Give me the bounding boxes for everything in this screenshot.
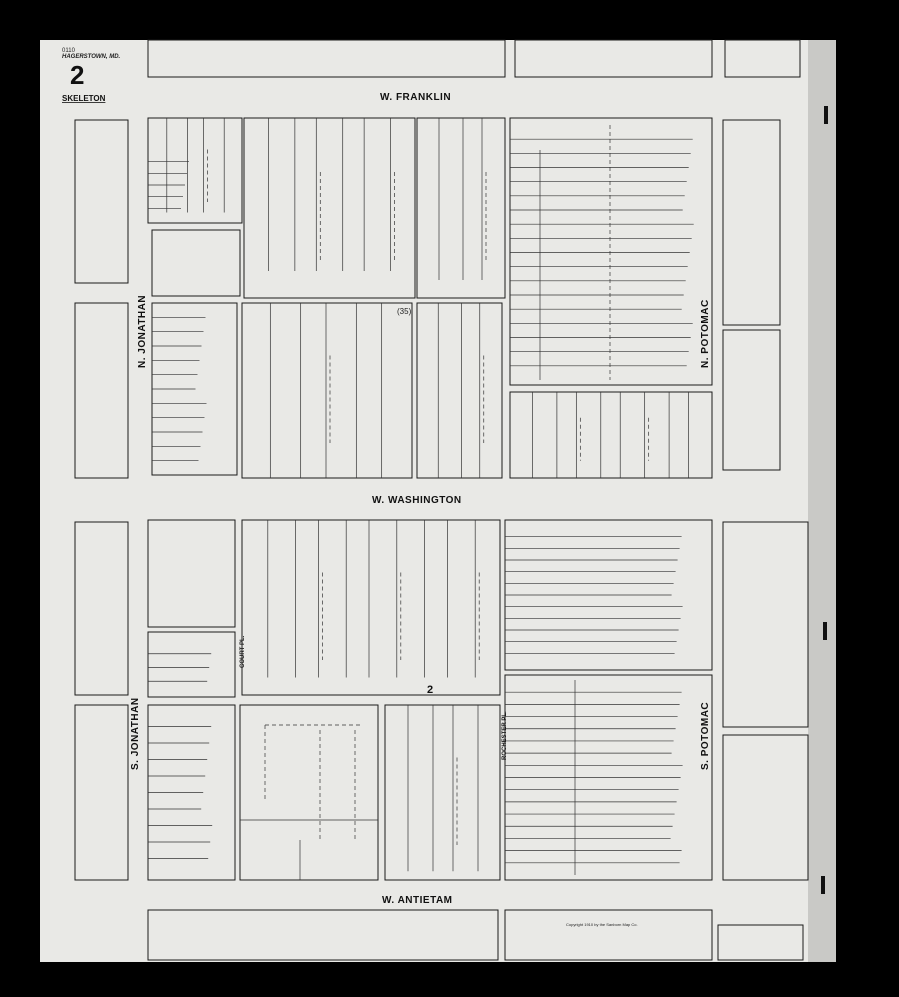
street-n-jonathan: N. JONATHAN [137, 295, 148, 368]
street-court-pl: COURT PL. [240, 635, 246, 668]
street-n-potomac: N. POTOMAC [700, 299, 711, 368]
city-block [509, 117, 713, 386]
binding-mark [824, 106, 828, 124]
city-block [241, 302, 413, 479]
city-block [241, 519, 501, 696]
city-block [151, 229, 241, 297]
street-s-jonathan: S. JONATHAN [130, 697, 141, 770]
street-s-potomac: S. POTOMAC [700, 702, 711, 770]
city-block [74, 302, 129, 479]
city-block [147, 519, 236, 628]
city-block [74, 119, 129, 284]
lot-marker: (35) [397, 307, 412, 316]
city-block [74, 521, 129, 696]
sheet-number: 2 [70, 60, 84, 90]
sheet-code: 0110 [62, 48, 76, 54]
city-blocks [74, 39, 809, 961]
block-marker: 2 [427, 684, 433, 696]
copyright: Copyright 1910 by the Sanborn Map Co. [566, 922, 638, 927]
edge-strip [808, 40, 836, 962]
city-block [416, 117, 506, 299]
city-block [74, 704, 129, 881]
city-block [416, 302, 503, 479]
paper [40, 40, 836, 962]
lot-lines [148, 118, 694, 880]
city-block [504, 909, 713, 961]
city-block [717, 924, 804, 961]
city-block [243, 117, 416, 299]
street-w-washington: W. WASHINGTON [372, 495, 462, 506]
city-block [722, 329, 781, 471]
city-block [384, 704, 501, 881]
street-w-antietam: W. ANTIETAM [382, 895, 453, 906]
city-block [724, 39, 801, 78]
binding-mark [823, 622, 827, 640]
city-block [514, 39, 713, 78]
city-block [722, 521, 809, 728]
city-block [239, 704, 379, 881]
city-block [147, 117, 243, 224]
street-rochester-pl: ROCHESTER PL. [502, 711, 508, 760]
city-block [509, 391, 713, 479]
city-block [722, 734, 809, 881]
sheet-title: SKELETON [62, 94, 106, 103]
street-w-franklin: W. FRANKLIN [380, 92, 451, 103]
city-block [147, 631, 236, 698]
city-block [147, 909, 499, 961]
city-block [722, 119, 781, 326]
city-block [147, 39, 506, 78]
binding-mark [821, 876, 825, 894]
city-name: HAGERSTOWN, MD. [62, 54, 121, 60]
